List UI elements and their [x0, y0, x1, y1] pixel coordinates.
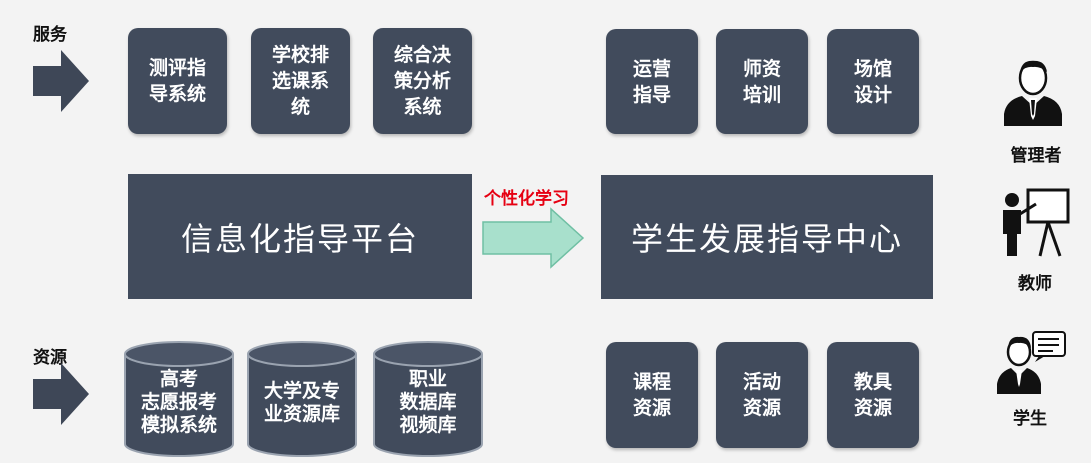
- info-platform-panel: 信息化指导平台: [128, 174, 472, 299]
- section-label-service: 服务: [33, 25, 67, 45]
- resource-cylinder-gaokao-label: 高考 志愿报考 模拟系统: [140, 368, 217, 436]
- resource-box-activity: 活动 资源: [716, 342, 808, 448]
- resource-box-course: 课程 资源: [606, 342, 698, 448]
- resource-cylinder-university: 大学及专 业资源库: [246, 340, 358, 458]
- resource-arrow-icon: [33, 363, 89, 425]
- service-arrow-icon: [33, 50, 89, 112]
- service-box-decision-analysis: 综合决 策分析 系统: [373, 28, 472, 134]
- service-box-operation: 运营 指导: [606, 29, 698, 134]
- service-box-venue-design: 场馆 设计: [827, 29, 919, 134]
- role-label-teacher: 教师: [1018, 274, 1052, 294]
- student-center-panel: 学生发展指导中心: [601, 175, 933, 299]
- section-label-resource: 资源: [33, 348, 67, 368]
- resource-cylinder-career-label: 职业 数据库 视频库: [399, 368, 457, 436]
- teacher-icon: [998, 186, 1072, 264]
- connector-label: 个性化学习: [484, 189, 569, 209]
- student-icon: [995, 330, 1067, 400]
- resource-box-teaching-aids: 教具 资源: [827, 342, 919, 448]
- resource-cylinder-university-label: 大学及专 业资源库: [263, 380, 340, 425]
- connector-arrow-icon: [481, 207, 585, 273]
- role-label-manager: 管理者: [1010, 146, 1062, 166]
- manager-icon: [1002, 58, 1064, 132]
- resource-cylinder-career: 职业 数据库 视频库: [372, 340, 484, 458]
- resource-cylinder-gaokao: 高考 志愿报考 模拟系统: [123, 340, 235, 458]
- service-box-teacher-training: 师资 培训: [716, 29, 808, 134]
- service-box-assessment: 测评指 导系统: [128, 28, 227, 134]
- role-label-student: 学生: [1013, 409, 1047, 429]
- service-box-course-scheduling: 学校排 选课系 统: [251, 28, 350, 134]
